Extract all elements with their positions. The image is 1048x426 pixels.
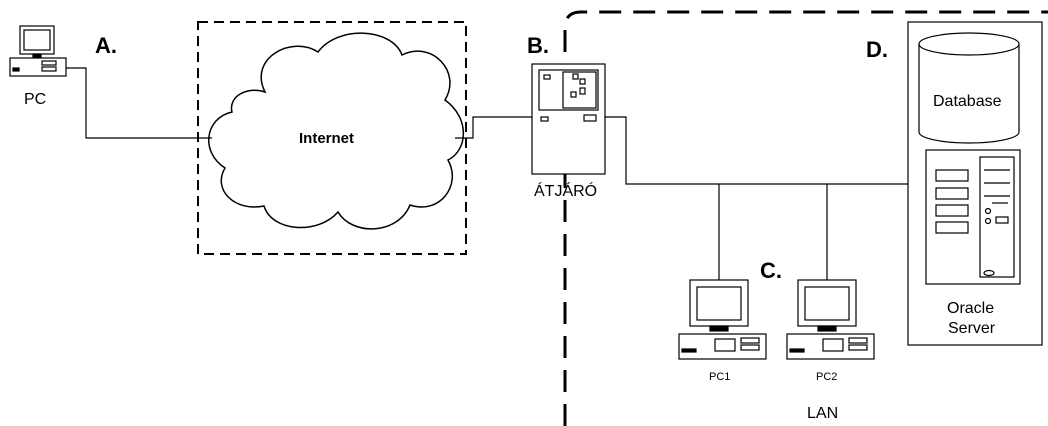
server-label-line1: Oracle	[947, 300, 994, 317]
pc1-label: PC1	[709, 371, 730, 383]
pc1-computer-icon	[678, 279, 767, 360]
link-internet-gateway	[455, 116, 532, 139]
pc-computer-icon	[9, 25, 67, 77]
server-label-line2: Server	[948, 320, 996, 337]
gateway-device-icon	[531, 63, 606, 175]
database-label: Database	[933, 93, 1002, 110]
link-pc-internet	[66, 67, 212, 139]
gateway-label: ÁTJÁRÓ	[534, 181, 597, 200]
pc2-computer-icon	[786, 279, 875, 360]
pc-label: PC	[24, 91, 46, 108]
oracle-server-icon	[907, 21, 1043, 346]
marker-c: C.	[760, 258, 782, 283]
lan-boundary	[563, 10, 1048, 426]
internet-cloud-icon	[208, 32, 465, 230]
marker-a: A.	[95, 33, 117, 58]
network-links	[66, 67, 908, 280]
internet-label: Internet	[299, 130, 354, 147]
marker-d: D.	[866, 37, 888, 62]
link-gateway-lan	[605, 116, 908, 185]
lan-label: LAN	[807, 405, 838, 422]
marker-b: B.	[527, 33, 549, 58]
pc2-label: PC2	[816, 371, 837, 383]
